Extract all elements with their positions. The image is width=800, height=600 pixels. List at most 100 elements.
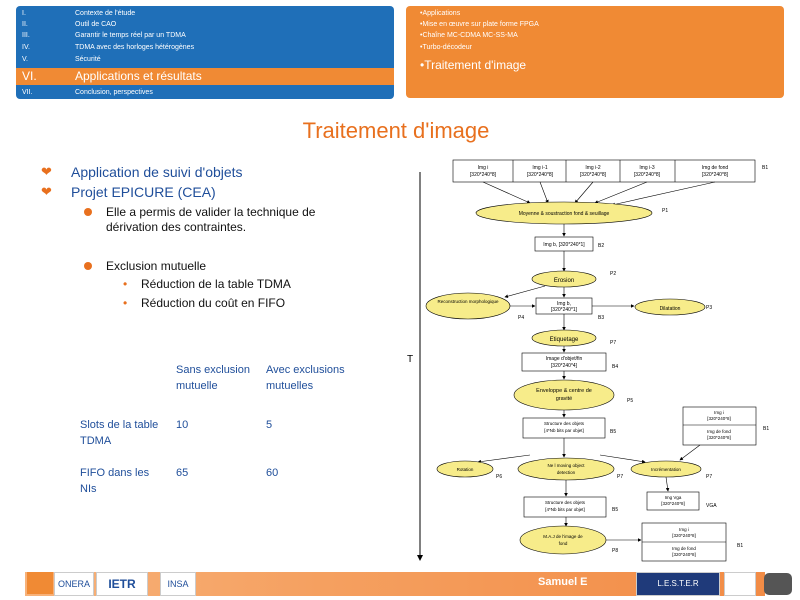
bullet-dot-icon: [84, 262, 92, 270]
buffer-node: [682, 406, 757, 446]
process-label: Dilatation: [660, 306, 681, 312]
time-label: T: [407, 354, 413, 365]
buffer-node: [646, 491, 700, 511]
svg-text:[320*240*8]: [320*240*8]: [707, 416, 731, 421]
svg-text:[320*240*8]: [320*240*8]: [661, 501, 685, 506]
svg-text:Img i: Img i: [714, 410, 724, 415]
svg-text:[320*240*8]: [320*240*8]: [672, 533, 696, 538]
svg-text:Structure des objets: Structure des objets: [544, 421, 585, 426]
buffer-node: [523, 496, 607, 518]
bullet-level2: Exclusion mutuelle: [106, 259, 207, 273]
table-cell: 60: [266, 467, 279, 479]
author-name: Samuel E: [538, 576, 588, 588]
table-cell: 5: [266, 419, 273, 431]
svg-text:gravité: gravité: [556, 396, 573, 402]
subsection-item[interactable]: •Turbo-décodeur: [420, 44, 472, 51]
dataflow-diagram: T Img i [320*240*8] Img i-1 [320*240*8] …: [407, 159, 769, 562]
svg-text:Rotation: Rotation: [457, 467, 474, 472]
footer-square-icon: [27, 572, 53, 594]
svg-text:Img de fond: Img de fond: [707, 429, 731, 434]
svg-text:[4*Nb bits par objet]: [4*Nb bits par objet]: [544, 428, 584, 433]
logo-insa: INSA: [160, 572, 196, 596]
buffer-tag: B2: [598, 243, 604, 249]
img-box-label: Img i-2: [585, 165, 601, 171]
img-box-label: Img i: [478, 165, 489, 171]
subsection-panel: •Applications •Mise en œuvre sur plate f…: [406, 6, 784, 98]
process-node: [436, 460, 494, 478]
logo-ietr: IETR: [96, 572, 148, 596]
svg-text:Image d'objet/fin: Image d'objet/fin: [546, 356, 583, 362]
svg-text:Incrémentation: Incrémentation: [651, 467, 681, 472]
svg-text:M.A.J de l'image de: M.A.J de l'image de: [543, 534, 583, 539]
process-label: Moyenne & soustraction fond & seuillage: [519, 211, 610, 217]
buffer-tag: B5: [612, 507, 618, 513]
bullet-level1: ❤Application de suivi d'objets: [41, 164, 243, 180]
svg-text:Enveloppe & centre de: Enveloppe & centre de: [536, 388, 592, 394]
buffer-tag: VGA: [706, 503, 717, 509]
svg-text:[4*Nb bits par objet]: [4*Nb bits par objet]: [545, 507, 585, 512]
process-node: [634, 298, 706, 316]
process-node: [519, 525, 607, 555]
img-box-label: Img i-1: [532, 165, 548, 171]
buffer-tag: B3: [598, 315, 604, 321]
table-cell: 65: [176, 467, 189, 479]
outline-panel: I.Contexte de l'étude II.Outil de CAO II…: [16, 6, 394, 99]
outline-item[interactable]: IV.TDMA avec des horloges hétérogènes: [22, 44, 195, 51]
svg-text:Img b,: Img b,: [557, 301, 571, 307]
img-box-size: [320*240*8]: [527, 172, 554, 178]
svg-text:[320*240*8]: [320*240*8]: [672, 552, 696, 557]
process-tag: P7: [610, 340, 616, 346]
subsection-item[interactable]: •Chaîne MC-CDMA MC-SS-MA: [420, 32, 518, 39]
img-box-label: Img de fond: [702, 165, 729, 171]
process-tag: P3: [706, 305, 712, 311]
svg-text:Img Vga: Img Vga: [665, 495, 682, 500]
buffer-tag: B4: [612, 364, 618, 370]
buffer-tag: B1: [763, 426, 769, 432]
subsection-item[interactable]: •Mise en œuvre sur plate forme FPGA: [420, 21, 539, 28]
process-tag: P6: [496, 474, 502, 480]
process-tag: P4: [518, 315, 524, 321]
bullet-level3: •Réduction du coût en FIFO: [123, 296, 286, 310]
process-tag: P8: [612, 548, 618, 554]
svg-text:Structure des objets: Structure des objets: [545, 500, 586, 505]
subsection-item[interactable]: •Applications: [420, 10, 461, 17]
img-box-size: [320*240*8]: [634, 172, 661, 178]
heart-bullet-icon: ❤: [41, 164, 52, 179]
process-label: Erosion: [554, 278, 574, 284]
bullet-level3: •Réduction de la table TDMA: [123, 277, 291, 291]
process-tag: P5: [627, 398, 633, 404]
outline-item[interactable]: III.Garantir le temps réel par un TDMA: [22, 32, 186, 39]
img-box-size: [320*240*8]: [470, 172, 497, 178]
slide-title: Traitement d'image: [302, 118, 490, 143]
svg-text:[320*240*8]: [320*240*8]: [707, 435, 731, 440]
bullet-level1: ❤Projet EPICURE (CEA): [41, 184, 216, 200]
outline-item[interactable]: V.Sécurité: [22, 56, 101, 63]
svg-text:Img de fond: Img de fond: [672, 546, 696, 551]
bullet-small-icon: •: [123, 277, 128, 291]
svg-text:Img i: Img i: [679, 527, 689, 532]
process-tag: P2: [610, 271, 616, 277]
outline-item[interactable]: II.Outil de CAO: [22, 21, 117, 28]
table-cell: 10: [176, 419, 189, 431]
outline-item[interactable]: I.Contexte de l'étude: [22, 10, 136, 17]
bullet-dot-icon: [84, 208, 92, 216]
bullet-small-icon: •: [123, 296, 128, 310]
buffer-label: Img b, [320*240*1]: [543, 242, 585, 248]
svg-text:[320*240*4]: [320*240*4]: [551, 363, 578, 369]
bullet-level2: Elle a permis de valider la technique de…: [106, 205, 316, 234]
subsection-item-active[interactable]: •Traitement d'image: [420, 58, 527, 72]
heart-bullet-icon: ❤: [41, 184, 52, 199]
page-nav-button[interactable]: [764, 573, 792, 595]
buffer-tag: B1: [737, 543, 743, 549]
image-buffer-row: Img i [320*240*8] Img i-1 [320*240*8] Im…: [452, 159, 756, 183]
outline-item[interactable]: VII.Conclusion, perspectives: [22, 89, 153, 96]
process-label: Reconstruction morphologique: [437, 299, 499, 304]
outline-item-active[interactable]: VI.Applications et résultats: [16, 68, 394, 85]
buffer-tag: B5: [610, 429, 616, 435]
process-node: [425, 292, 511, 320]
svg-text:fond: fond: [559, 541, 568, 546]
process-tag: P1: [662, 208, 668, 214]
